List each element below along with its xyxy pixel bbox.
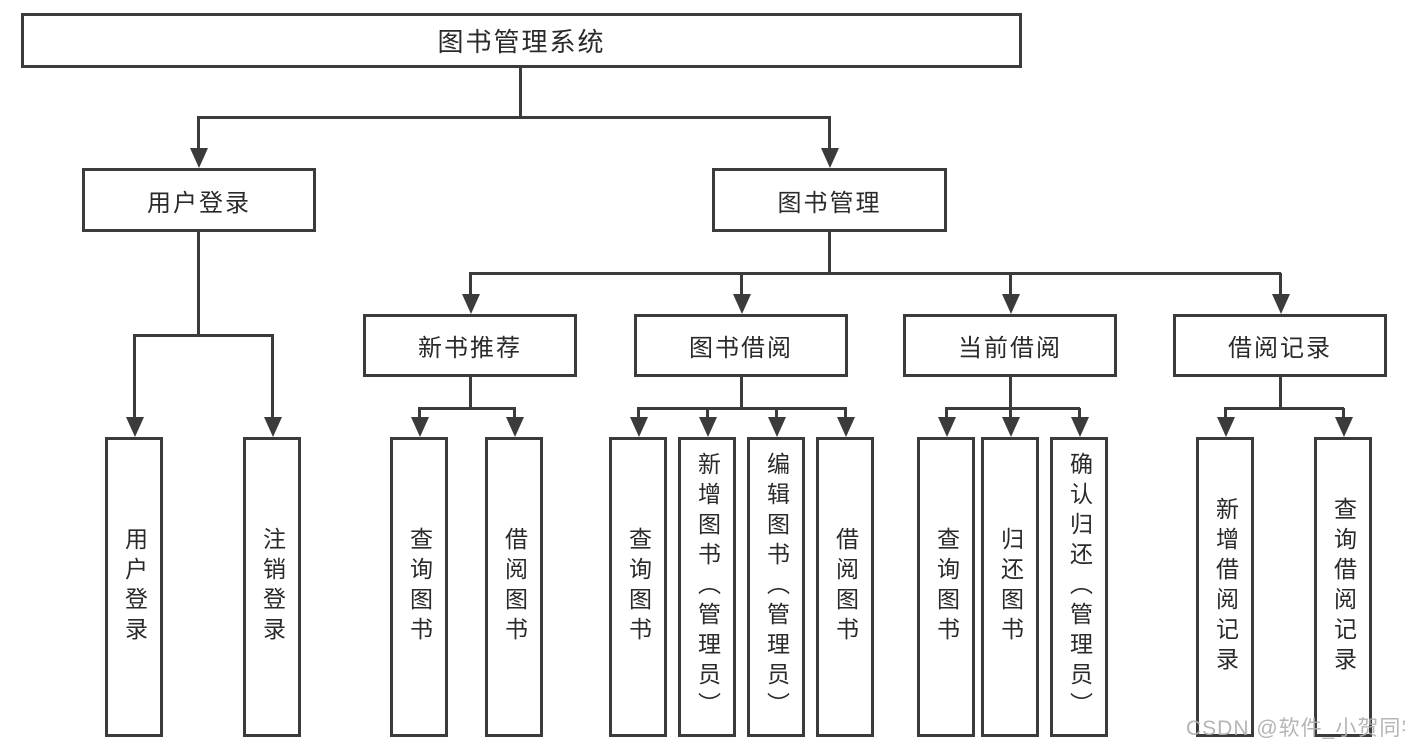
leaf-cb-query-books: 查询图书 (917, 437, 975, 737)
leaf-bb-edit-books-admin: 编辑图书（管理员） (747, 437, 805, 737)
connector-line (519, 66, 522, 118)
node-borrow-records: 借阅记录 (1173, 314, 1387, 377)
leaf-cb-confirm-return-admin: 确认归还（管理员） (1050, 437, 1108, 737)
connector-line (418, 407, 516, 410)
leaf-bb-query-books: 查询图书 (609, 437, 667, 737)
connector-arrow-down (506, 408, 524, 437)
leaf-rec-query-record: 查询借阅记录 (1314, 437, 1372, 737)
connector-line (740, 375, 743, 409)
connector-arrow-down (1335, 408, 1353, 437)
watermark: CSDN @软件_小贺同学 (1186, 717, 1405, 740)
leaf-nb-borrow-books: 借阅图书 (485, 437, 543, 737)
connector-arrow-down (264, 335, 282, 437)
connector-arrow-down (1071, 408, 1089, 437)
leaf-logout: 注销登录 (243, 437, 301, 737)
connector-line (1279, 375, 1282, 409)
connector-arrow-down (837, 408, 855, 437)
connector-arrow-down (733, 273, 751, 314)
leaf-nb-query-books: 查询图书 (390, 437, 448, 737)
connector-arrow-down (699, 408, 717, 437)
node-current-borrow: 当前借阅 (903, 314, 1117, 377)
connector-line (133, 334, 274, 337)
connector-line (1009, 375, 1012, 409)
connector-arrow-down (821, 117, 839, 168)
connector-arrow-down (462, 273, 480, 314)
leaf-user-login: 用户登录 (105, 437, 163, 737)
leaf-rec-add-record: 新增借阅记录 (1196, 437, 1254, 737)
connector-arrow-down (768, 408, 786, 437)
connector-arrow-down (1217, 408, 1235, 437)
connector-arrow-down (1002, 408, 1020, 437)
node-book-management: 图书管理 (712, 168, 947, 232)
connector-line (945, 407, 1080, 410)
connector-arrow-down (190, 117, 208, 168)
node-book-borrow: 图书借阅 (634, 314, 848, 377)
leaf-cb-return-books: 归还图书 (981, 437, 1039, 737)
connector-line (469, 272, 1281, 275)
connector-arrow-down (630, 408, 648, 437)
connector-line (197, 230, 200, 336)
connector-arrow-down (1002, 273, 1020, 314)
connector-arrow-down (938, 408, 956, 437)
connector-line (197, 116, 831, 119)
connector-line (469, 375, 472, 409)
connector-arrow-down (126, 335, 144, 437)
leaf-bb-borrow-books: 借阅图书 (816, 437, 874, 737)
node-new-book-recommend: 新书推荐 (363, 314, 577, 377)
leaf-bb-add-books-admin: 新增图书（管理员） (678, 437, 736, 737)
connector-arrow-down (411, 408, 429, 437)
node-user-login: 用户登录 (82, 168, 316, 232)
connector-arrow-down (1272, 273, 1290, 314)
connector-line (1224, 407, 1344, 410)
node-library-system: 图书管理系统 (21, 13, 1022, 68)
connector-line (637, 407, 847, 410)
connector-line (828, 230, 831, 274)
